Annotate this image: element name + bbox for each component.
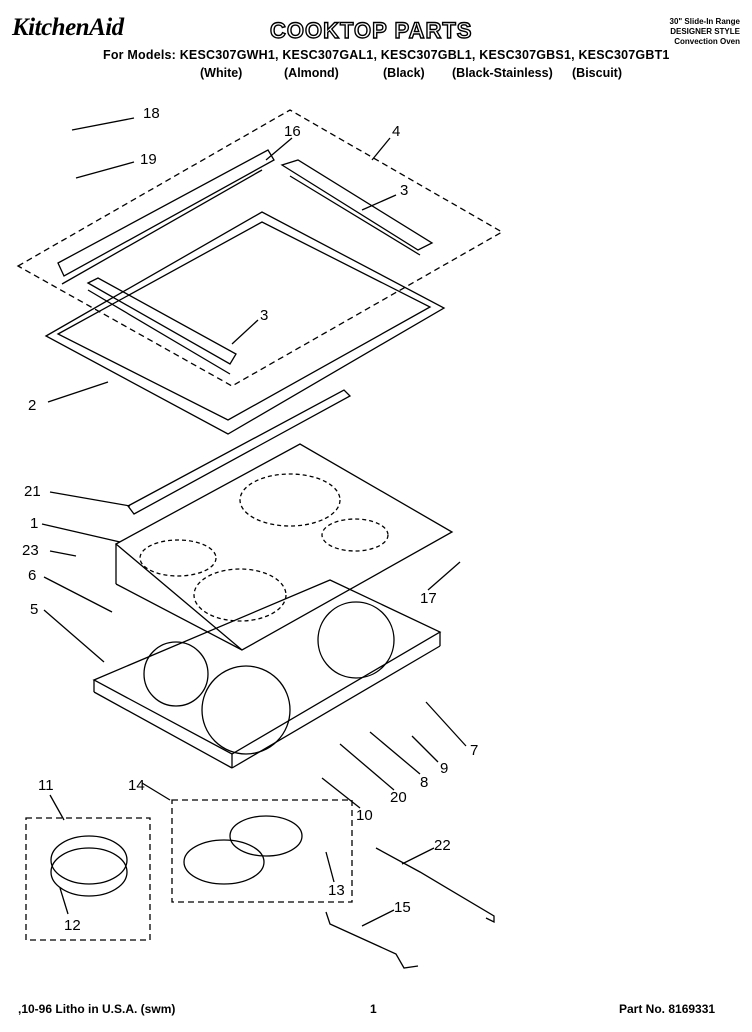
callout-20: 20 <box>390 789 407 806</box>
style-label: DESIGNER STYLE <box>670 27 740 36</box>
callout-14: 14 <box>128 777 145 794</box>
callout-2: 2 <box>28 397 36 414</box>
callout-15: 15 <box>394 899 411 916</box>
callout-9: 9 <box>440 760 448 777</box>
callout-21: 21 <box>24 483 41 500</box>
callout-23: 23 <box>22 542 39 559</box>
element-assembly-part <box>25 817 151 941</box>
callout-8: 8 <box>420 774 428 791</box>
callout-12: 12 <box>64 917 81 934</box>
callout-6: 6 <box>28 567 36 584</box>
color-black-stainless: (Black-Stainless) <box>452 66 553 80</box>
rear-trim-part <box>280 159 434 256</box>
callout-numbers: 18 16 4 19 3 3 2 21 1 23 6 17 5 7 9 8 20… <box>22 105 478 934</box>
frame-part <box>44 211 446 435</box>
callout-3b: 3 <box>260 307 268 324</box>
callout-22: 22 <box>434 837 451 854</box>
range-description: 30" Slide-In Range DESIGNER STYLE Convec… <box>670 17 740 47</box>
callout-4: 4 <box>392 123 400 140</box>
callout-19: 19 <box>140 151 157 168</box>
oven-label: Convection Oven <box>674 37 740 46</box>
callout-13: 13 <box>328 882 345 899</box>
leader-lines <box>41 117 467 927</box>
wire-15-part <box>325 911 419 969</box>
color-almond: (Almond) <box>284 66 339 80</box>
callout-5: 5 <box>30 601 38 618</box>
color-black: (Black) <box>383 66 425 80</box>
callout-10: 10 <box>356 807 373 824</box>
element-pair-part <box>171 799 353 903</box>
front-trim-part <box>86 277 237 375</box>
side-trim-part <box>57 149 275 285</box>
gasket-strip-part <box>127 389 352 515</box>
part-number: Part No. 8169331 <box>619 1002 716 1016</box>
page-number: 1 <box>370 1002 377 1016</box>
callout-11: 11 <box>38 777 54 794</box>
color-white: (White) <box>200 66 243 80</box>
range-type: 30" Slide-In Range <box>669 17 740 26</box>
burner-box-part <box>92 579 442 769</box>
color-biscuit: (Biscuit) <box>572 66 622 80</box>
brand-logo: KitchenAid <box>12 14 124 41</box>
wire-22-part <box>375 847 495 924</box>
callout-7: 7 <box>470 742 478 759</box>
glass-cooktop-part <box>114 443 454 651</box>
litho-note: ,10-96 Litho in U.S.A. (swm) <box>18 1002 176 1016</box>
page-title: COOKTOP PARTS <box>269 17 473 43</box>
callout-16: 16 <box>284 123 301 140</box>
callout-3a: 3 <box>400 182 408 199</box>
callout-17: 17 <box>420 590 437 607</box>
callout-18: 18 <box>143 105 160 122</box>
models-line: For Models: KESC307GWH1, KESC307GAL1, KE… <box>103 48 670 62</box>
frame-group-outline <box>16 109 504 387</box>
callout-1: 1 <box>30 515 38 532</box>
